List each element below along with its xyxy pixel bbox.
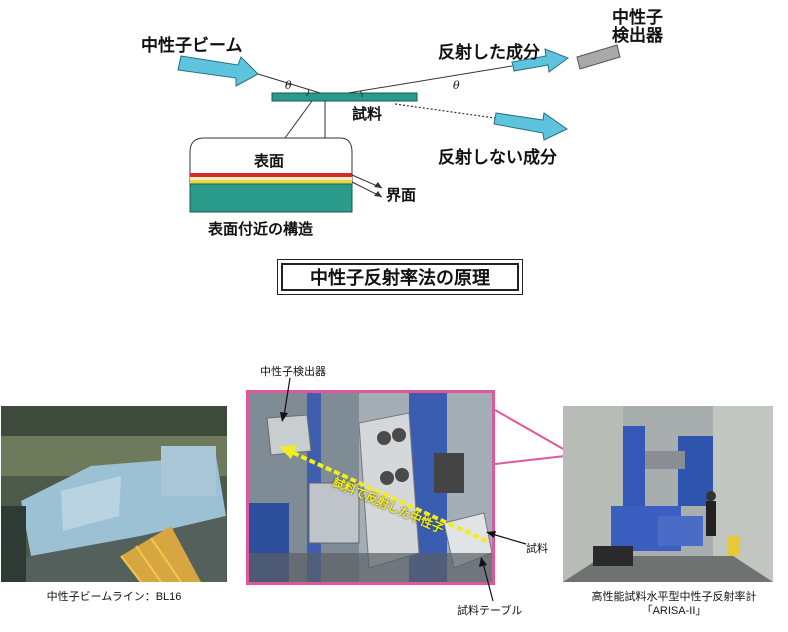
- detector-callout: 中性子検出器: [260, 366, 326, 378]
- detector-label-1: 中性子: [612, 8, 663, 28]
- photo-instrument: 試料で反射した中性子: [246, 390, 495, 585]
- photo-beamline: [1, 406, 227, 582]
- principle-diagram: [177, 44, 621, 213]
- angle-arc-right: [359, 90, 363, 98]
- layer-red: [190, 173, 352, 177]
- right-caption-2: 「ARISA-II」: [641, 605, 707, 617]
- detector-callout-arrow: [280, 377, 291, 422]
- layer-yellow: [190, 180, 352, 184]
- angle-arc-left: [305, 88, 310, 97]
- incoming-beam-arrow: [177, 55, 259, 87]
- sample-plate: [271, 92, 418, 102]
- zoom-box: [189, 137, 353, 212]
- reflected-arrow: [511, 48, 570, 73]
- instrument-photo-art: [249, 393, 492, 582]
- structure-label: 表面付近の構造: [208, 220, 314, 238]
- non-reflected-label: 反射しない成分: [438, 148, 557, 168]
- non-reflected-ray: [394, 103, 496, 119]
- non-reflected-arrow: [493, 112, 568, 141]
- detector-icon: [576, 44, 621, 70]
- photo-arisa: [563, 406, 773, 582]
- detector-label-2: 検出器: [612, 26, 663, 46]
- table-callout: 試料テーブル: [457, 605, 523, 617]
- reflection-path-arrow: [288, 449, 488, 543]
- reflected-ray: [329, 65, 513, 97]
- theta-left: θ: [285, 79, 292, 92]
- interface-arrowhead-2: [374, 191, 382, 197]
- diagram-title: 中性子反射率法の原理: [281, 263, 519, 291]
- table-callout-arrow: [479, 557, 494, 602]
- surface-label: 表面: [254, 152, 285, 170]
- beamline-photo-art: [1, 406, 227, 582]
- reflected-label: 反射した成分: [438, 43, 540, 63]
- theta-right: θ: [453, 79, 460, 92]
- interface-arrowhead-1: [374, 182, 382, 188]
- sample-label: 試料: [352, 105, 383, 123]
- layer-substrate: [189, 183, 353, 213]
- beam-label: 中性子ビーム: [141, 36, 243, 56]
- reflection-arrowhead: [279, 445, 297, 459]
- sample-callout: 試料: [526, 543, 548, 555]
- arisa-photo-art: [563, 406, 773, 582]
- interface-label: 界面: [386, 186, 417, 204]
- layer-light: [190, 177, 352, 180]
- zoom-connector: [495, 409, 565, 465]
- title-frame: 中性子反射率法の原理: [277, 259, 523, 295]
- right-caption-1: 高性能試料水平型中性子反射率計: [591, 591, 757, 603]
- sample-callout-arrow: [486, 531, 527, 545]
- left-caption: 中性子ビームライン：BL16: [46, 591, 182, 603]
- incoming-ray: [257, 73, 331, 97]
- zoom-line-left: [284, 100, 313, 139]
